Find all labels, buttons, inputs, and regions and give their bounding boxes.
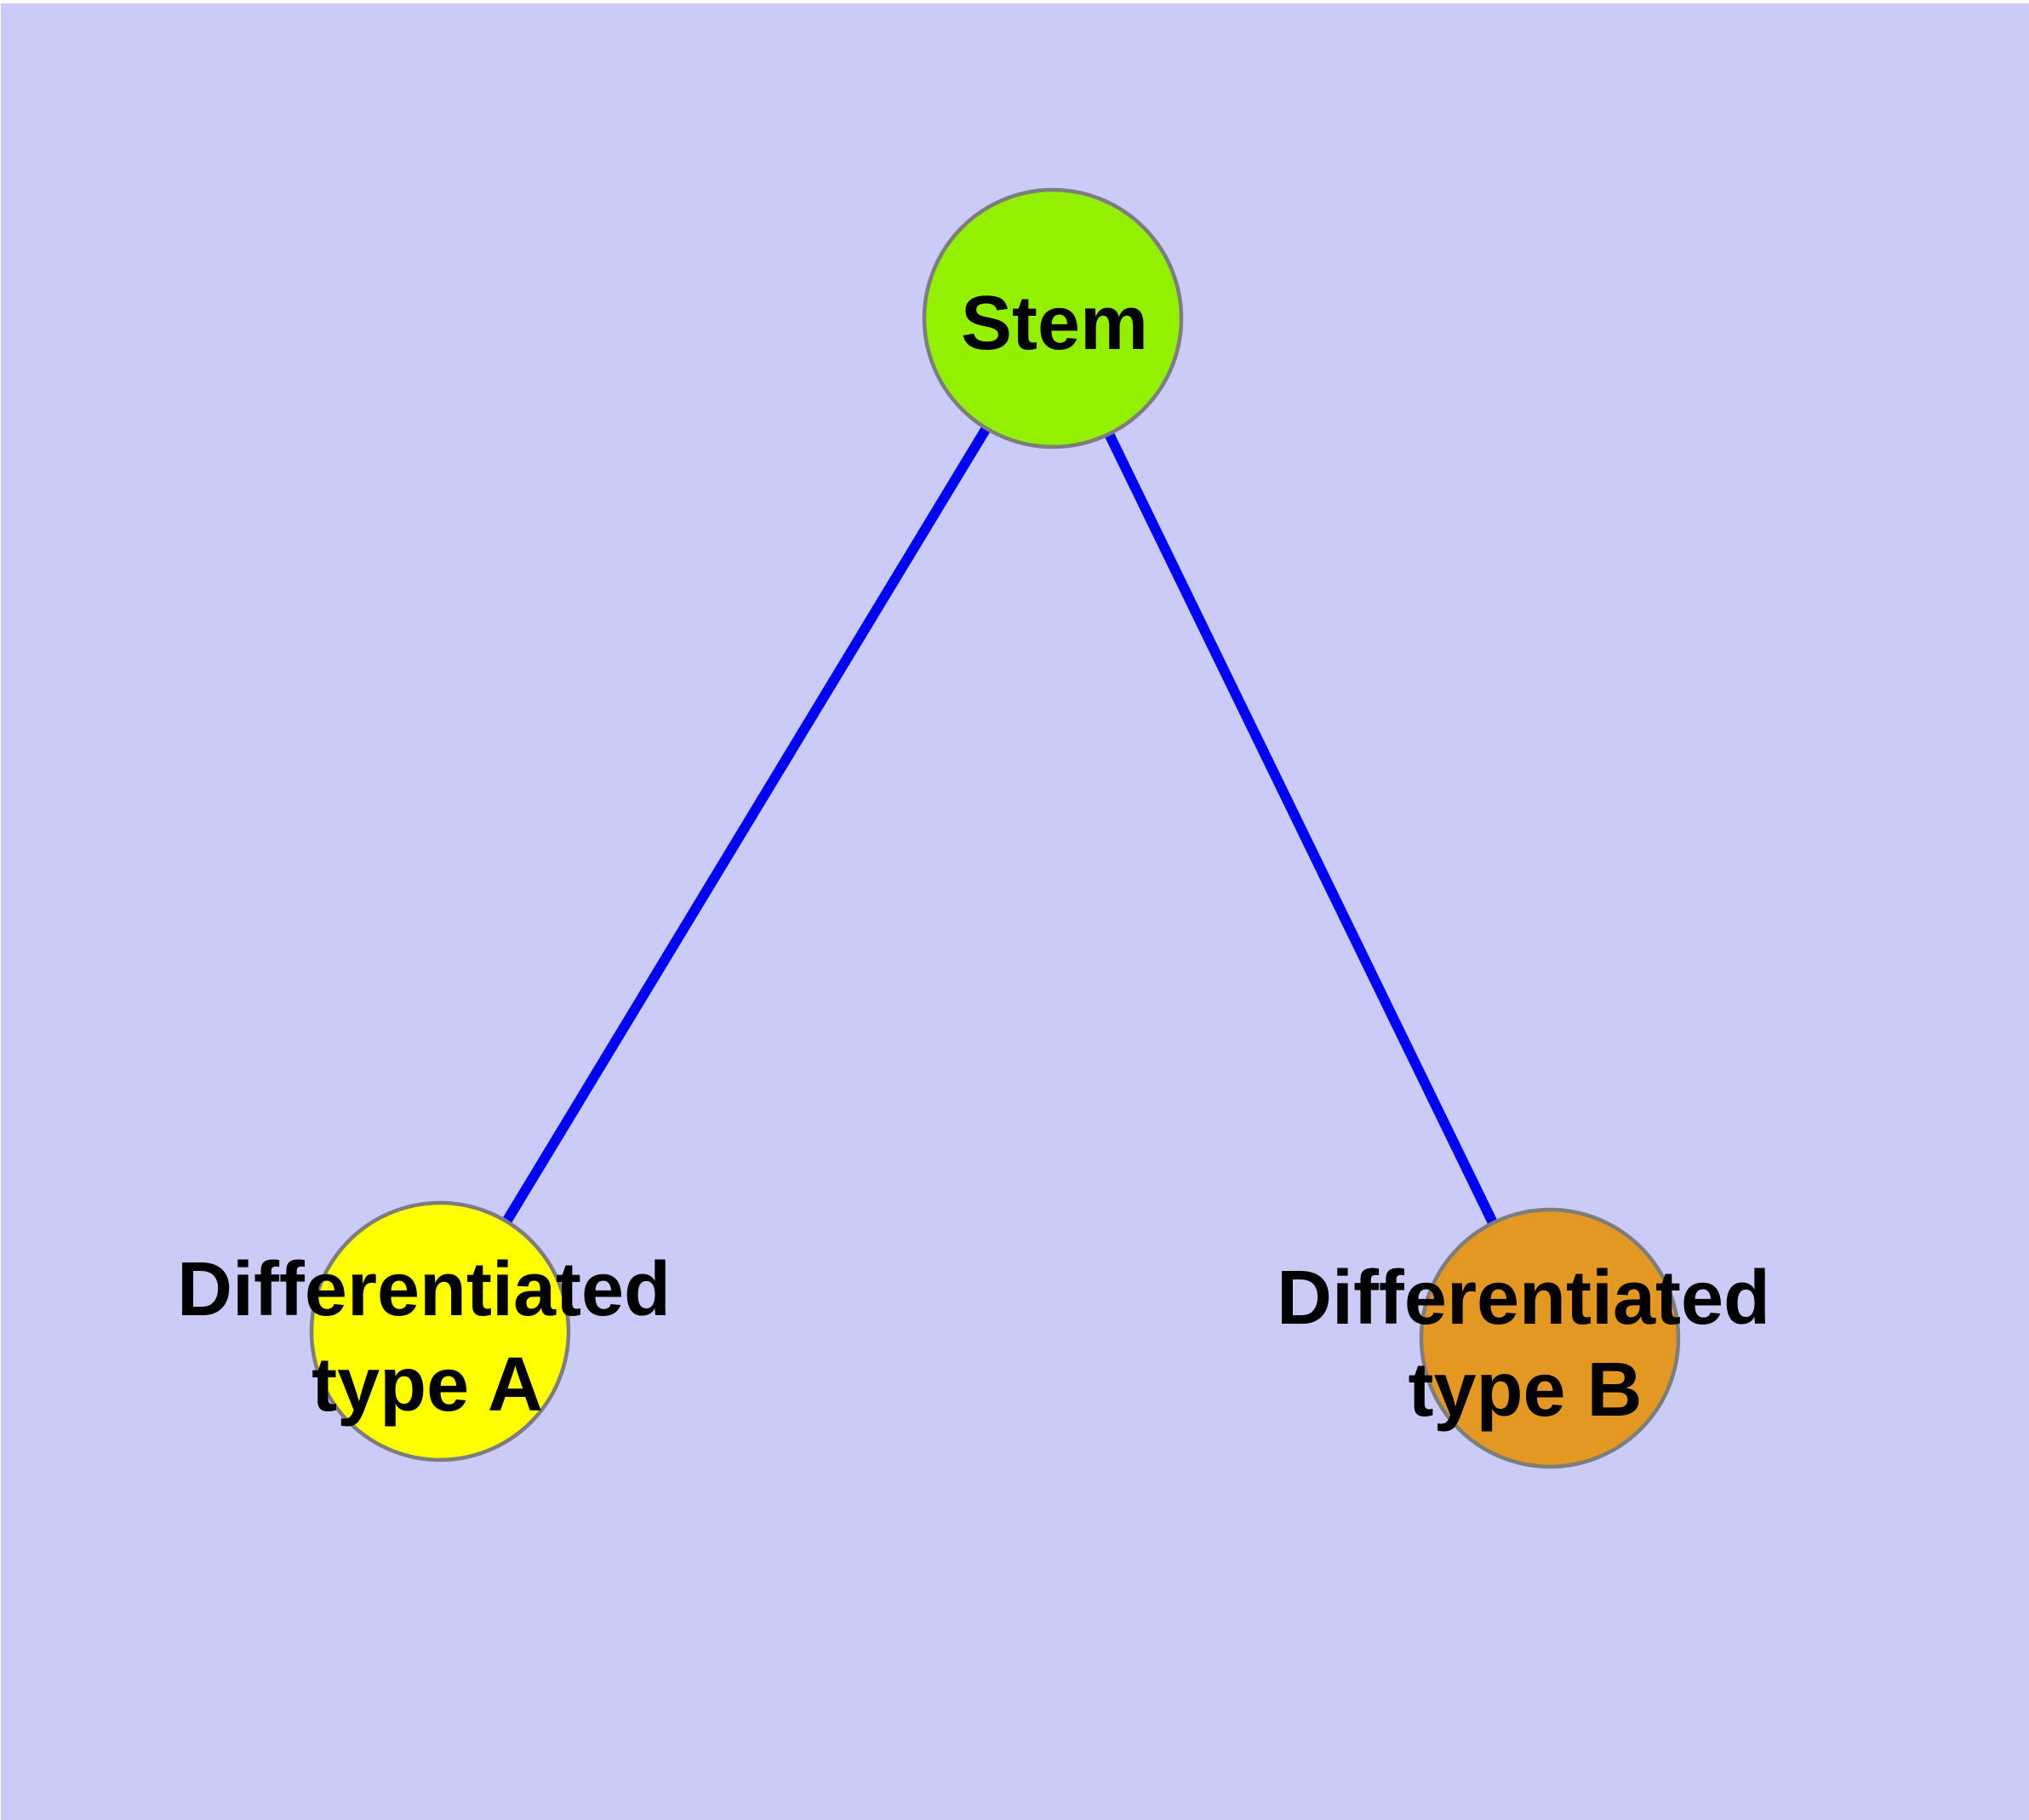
node-type-b-label-line2: type B <box>1408 1348 1642 1433</box>
node-type-b-label-line1: Differentiated <box>1277 1256 1770 1341</box>
node-differentiated-type-b <box>1419 1207 1681 1469</box>
node-type-a-label-line1: Differentiated <box>177 1247 671 1332</box>
edge-stem-to-type-b <box>1048 316 1554 1341</box>
edge-stem-to-type-a <box>435 315 1058 1335</box>
node-differentiated-type-a <box>309 1200 571 1462</box>
node-type-a-label-line2: type A <box>311 1342 543 1428</box>
node-stem-label: Stem <box>961 281 1148 366</box>
node-stem <box>922 187 1184 449</box>
